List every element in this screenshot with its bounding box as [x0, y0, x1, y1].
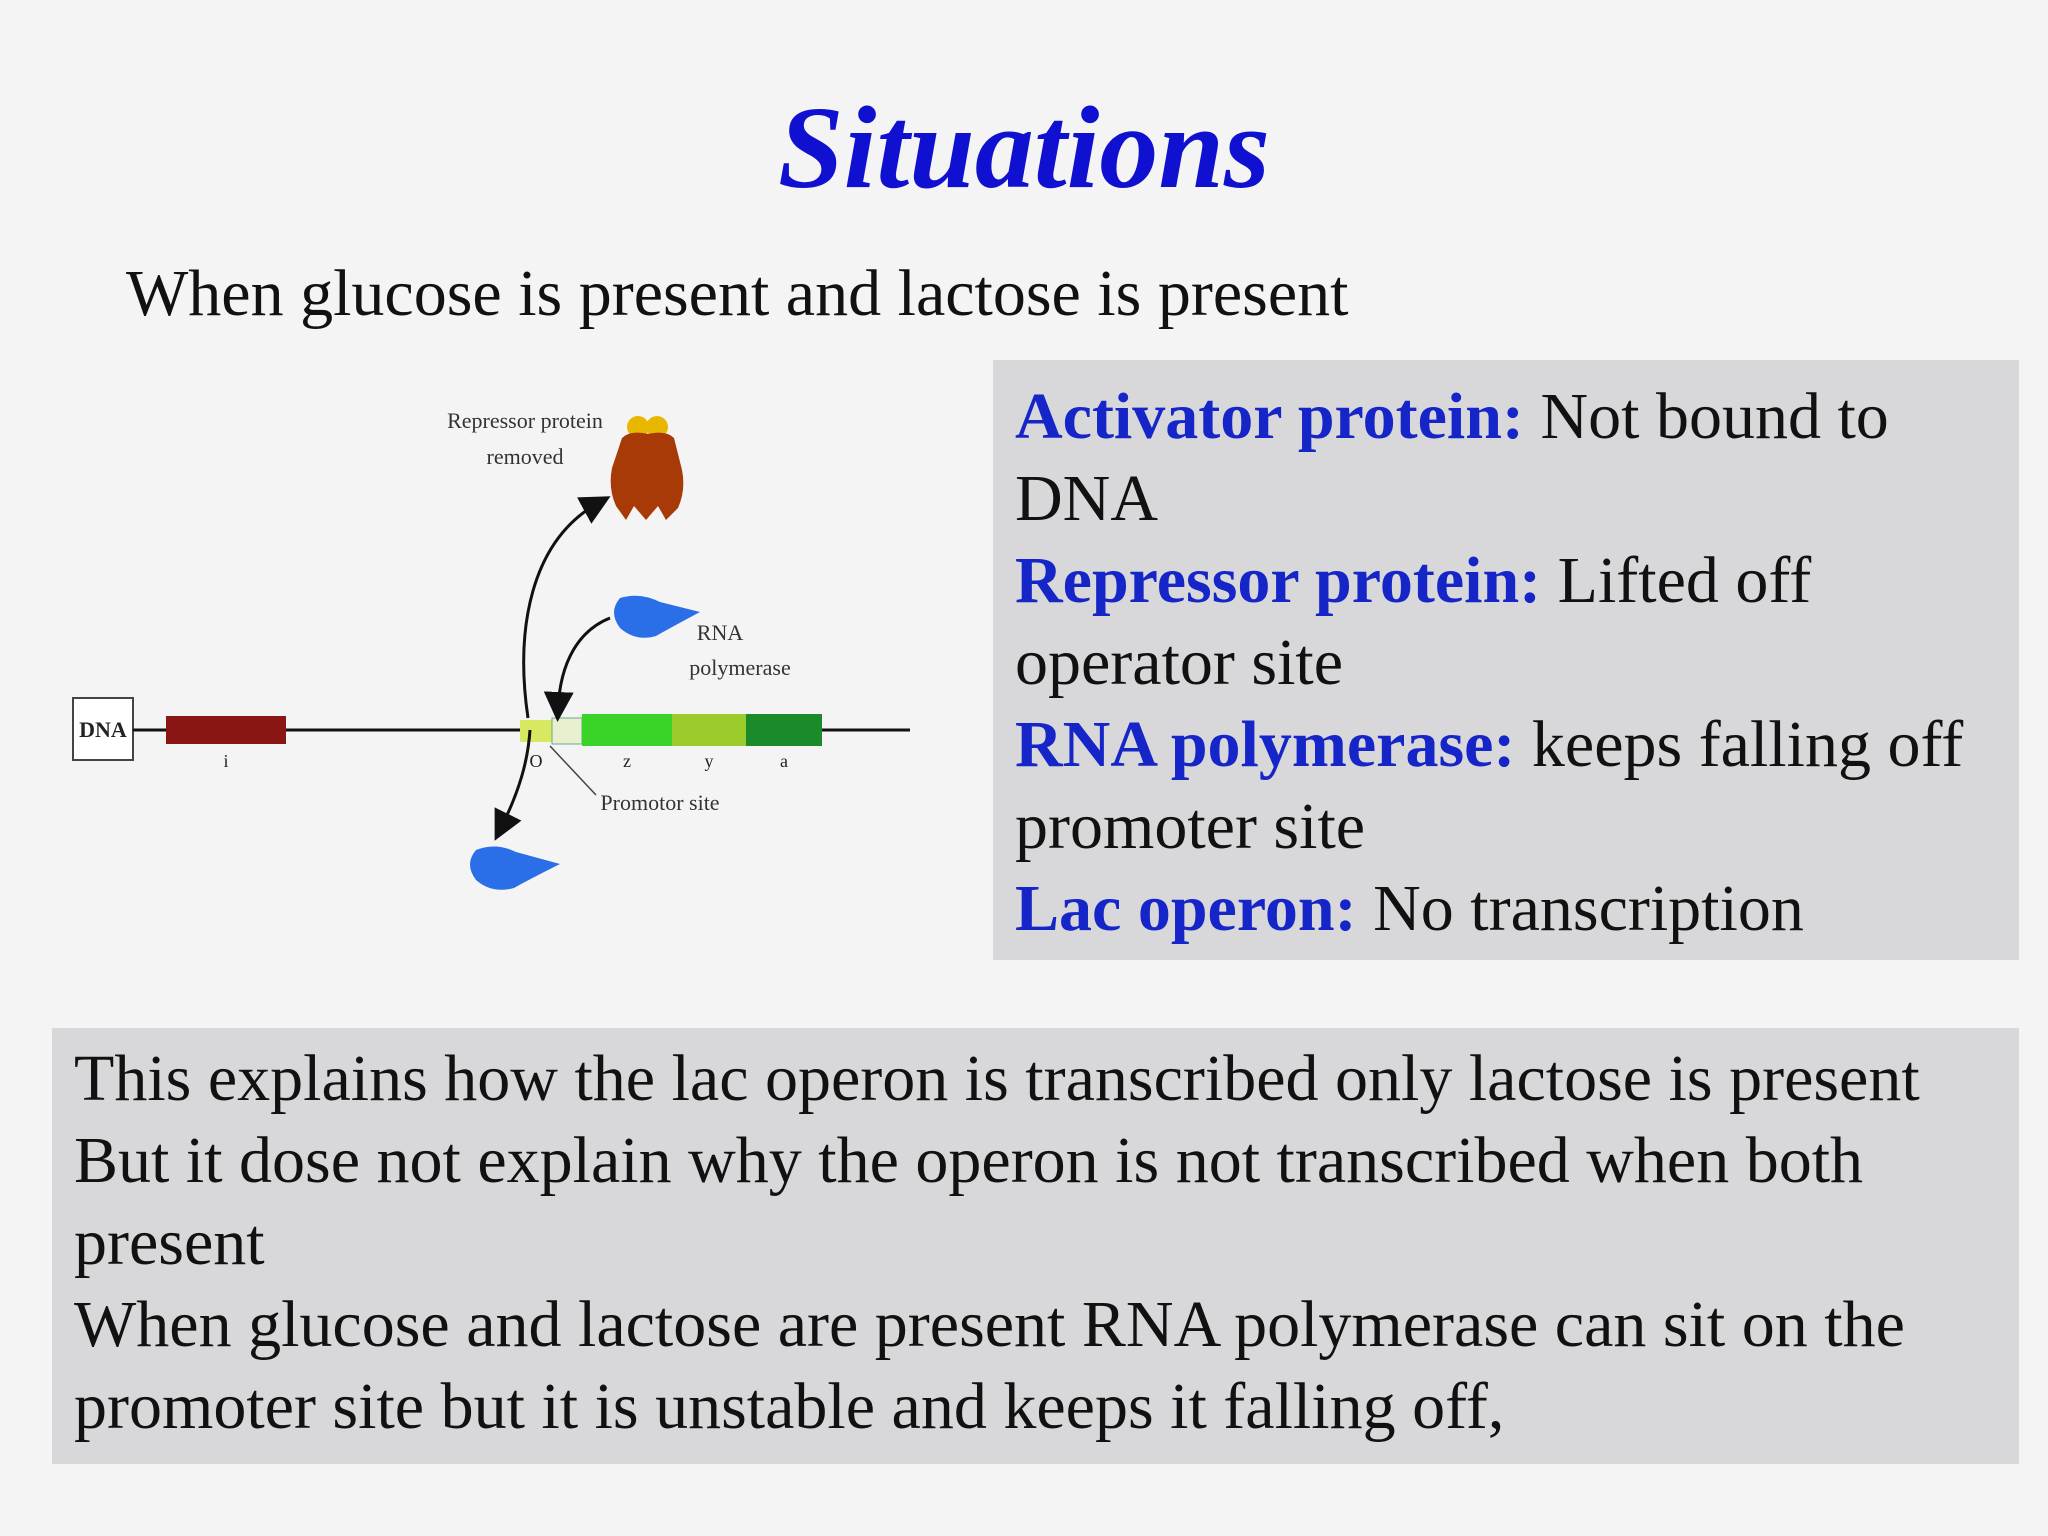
- rna-key: RNA polymerase:: [1015, 708, 1516, 781]
- status-panel: Activator protein: Not bound to DNA Repr…: [993, 360, 2019, 960]
- gene-z-label: z: [623, 751, 631, 771]
- repressor-label-2: removed: [487, 444, 564, 469]
- lac-row: Lac operon: No transcription: [1015, 868, 2001, 950]
- explanation-line-2: But it dose not explain why the operon i…: [74, 1124, 1864, 1197]
- repressor-protein-icon: [610, 416, 684, 520]
- repressor-key: Repressor protein:: [1015, 544, 1542, 617]
- repressor-row: Repressor protein: Lifted off: [1015, 540, 2001, 622]
- activator-value-cont: DNA: [1015, 462, 1158, 535]
- gene-a-label: a: [780, 751, 788, 771]
- activator-row: Activator protein: Not bound to: [1015, 376, 2001, 458]
- gene-a: [746, 714, 822, 746]
- falling-arrow: [494, 729, 532, 841]
- repressor-label-1: Repressor protein: [447, 408, 603, 433]
- explanation-line-1: This explains how the lac operon is tran…: [74, 1042, 1920, 1115]
- operator-block: [551, 717, 583, 745]
- gene-o-label: O: [530, 751, 543, 771]
- gene-i-label: i: [223, 751, 228, 771]
- gene-z: [582, 714, 672, 746]
- polymerase-arrow: [543, 616, 611, 722]
- promotor-leader: [549, 745, 597, 796]
- rna-polymerase-top-icon: [614, 595, 700, 638]
- gene-y: [672, 714, 746, 746]
- explanation-line-5: promoter site but it is unstable and kee…: [74, 1370, 1505, 1443]
- slide-subtitle: When glucose is present and lactose is p…: [126, 257, 1349, 330]
- dna-box: [72, 697, 134, 761]
- repressor-value-cont: operator site: [1015, 626, 1344, 699]
- explanation-line-3: present: [74, 1206, 265, 1279]
- explanation-panel: This explains how the lac operon is tran…: [52, 1028, 2019, 1464]
- gene-y-label: y: [705, 751, 714, 771]
- rna-label-2: polymerase: [689, 655, 790, 680]
- promoter-block: [520, 720, 552, 742]
- activator-key: Activator protein:: [1015, 380, 1524, 453]
- lac-operon-diagram: DNA i O z y a Repressor protein removed …: [72, 408, 910, 890]
- rna-row: RNA polymerase: keeps falling off: [1015, 704, 2001, 786]
- promotor-label: Promotor site: [600, 790, 719, 815]
- activator-value: Not bound to: [1523, 380, 1889, 453]
- dna-label: DNA: [79, 717, 127, 742]
- gene-i: [166, 716, 286, 744]
- rna-value-cont: promoter site: [1015, 790, 1366, 863]
- rna-label-1: RNA: [697, 620, 744, 645]
- explanation-line-4: When glucose and lactose are present RNA…: [74, 1288, 1905, 1361]
- rna-value: keeps falling off: [1515, 708, 1964, 781]
- rna-polymerase-bottom-icon: [470, 846, 560, 890]
- slide-title: Situations: [778, 82, 1270, 213]
- repressor-arrow: [522, 496, 611, 719]
- lac-key: Lac operon:: [1015, 872, 1357, 945]
- repressor-value: Lifted off: [1541, 544, 1812, 617]
- lac-value: No transcription: [1356, 872, 1804, 945]
